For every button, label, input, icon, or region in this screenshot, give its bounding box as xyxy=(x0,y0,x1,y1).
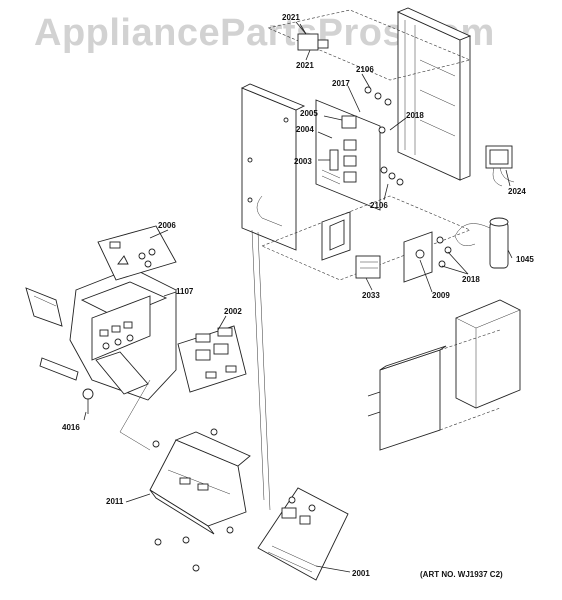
callout-2006: 2006 xyxy=(158,221,176,230)
control-module-1107 xyxy=(69,267,177,401)
callout-1107: 1107 xyxy=(176,287,194,296)
lower-cabinet xyxy=(367,299,521,451)
callout-2005: 2005 xyxy=(300,109,318,118)
callout-2009: 2009 xyxy=(432,291,450,300)
callout-2002: 2002 xyxy=(224,307,242,316)
left-bracket xyxy=(25,287,63,327)
relay-board xyxy=(315,99,381,211)
screw-4016 xyxy=(82,388,94,414)
overlay-2006 xyxy=(97,225,177,281)
wire-harness-tube xyxy=(39,357,79,381)
callout-labels: 2021 2021 2017 2106 2005 2004 2003 2018 … xyxy=(62,13,534,578)
main-housing xyxy=(396,7,472,181)
part-2021 xyxy=(297,23,329,51)
display-board-2002 xyxy=(177,325,247,393)
callout-2004: 2004 xyxy=(296,125,314,134)
main-board-2001 xyxy=(257,487,349,581)
terminal-screws-2106-lower xyxy=(380,166,404,186)
terminal-block-2009 xyxy=(403,231,452,283)
connecting-wires xyxy=(119,229,271,511)
callout-2018-lower: 2018 xyxy=(462,275,480,284)
callout-2021-top: 2021 xyxy=(282,13,300,22)
callout-2001: 2001 xyxy=(352,569,370,578)
callout-2106-lower: 2106 xyxy=(370,201,388,210)
control-box-back-panel xyxy=(240,83,306,251)
mounting-bracket-2011 xyxy=(149,428,251,572)
callout-4016: 4016 xyxy=(62,423,80,432)
callout-2106-top: 2106 xyxy=(356,65,374,74)
art-number: (ART NO. WJ1937 C2) xyxy=(420,570,503,579)
callout-2024: 2024 xyxy=(508,187,526,196)
callout-2011: 2011 xyxy=(106,497,124,506)
callout-2033: 2033 xyxy=(362,291,380,300)
leader-lines xyxy=(83,21,513,573)
capacitor-1045 xyxy=(454,217,509,269)
callout-2017: 2017 xyxy=(332,79,350,88)
callout-2018-top: 2018 xyxy=(406,111,424,120)
callout-2003: 2003 xyxy=(294,157,312,166)
transformer-2024 xyxy=(485,145,515,187)
callout-2021-bottom: 2021 xyxy=(296,61,314,70)
assembly-outline-top xyxy=(267,9,471,81)
terminal-screws-2106-top xyxy=(364,86,392,134)
callout-1045: 1045 xyxy=(516,255,534,264)
bracket-2033 xyxy=(321,211,381,279)
